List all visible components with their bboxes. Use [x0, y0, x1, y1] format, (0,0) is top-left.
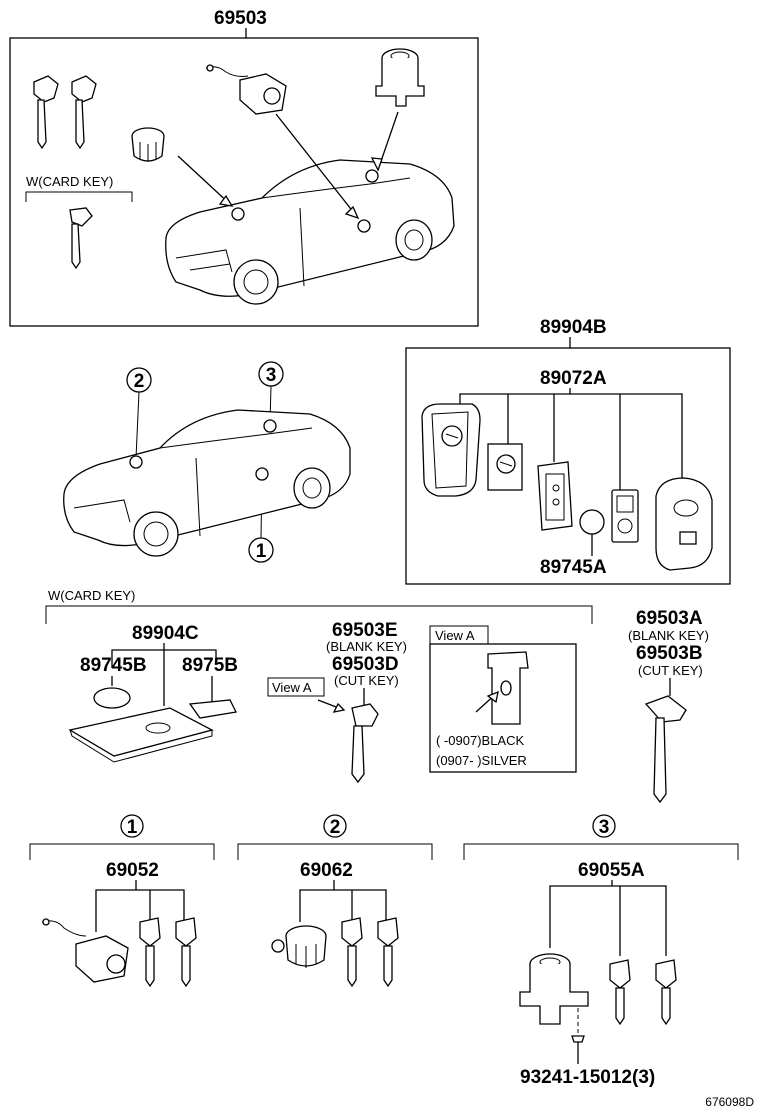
car-illustration-middle — [63, 409, 351, 557]
callout-circle-1: 1 — [248, 537, 274, 563]
label-8975B: 8975B — [182, 655, 238, 676]
fob-case-icon — [421, 403, 481, 497]
fob-board-icon — [487, 443, 523, 491]
label-blank-key-a: (BLANK KEY) — [628, 628, 709, 643]
label-89904B: 89904B — [540, 317, 607, 338]
card-key-body-icon — [68, 707, 214, 763]
label-89904C: 89904C — [132, 623, 199, 644]
car-illustration-top — [165, 159, 455, 305]
svg-text:2: 2 — [134, 371, 145, 392]
view-a-title: View A — [435, 628, 475, 643]
view-a-tag: View A — [272, 680, 312, 695]
label-89745B: 89745B — [80, 655, 147, 676]
smart-key-fob-icon — [655, 477, 713, 571]
label-69503: 69503 — [214, 8, 267, 29]
label-89072A: 89072A — [540, 368, 607, 389]
label-69503D: 69503D — [332, 654, 399, 675]
key-icon — [71, 75, 97, 150]
label-69503B: 69503B — [636, 643, 703, 664]
ignition-cylinder-icon — [375, 48, 425, 107]
set-callout-1: 1 — [120, 814, 144, 838]
key-icon — [33, 75, 59, 150]
label-69503A: 69503A — [636, 608, 703, 629]
svg-text:2: 2 — [330, 817, 341, 838]
label-black-range: ( -0907)BLACK — [436, 733, 524, 748]
label-89745A: 89745A — [540, 557, 607, 578]
label-silver-range: (0907- )SILVER — [436, 753, 527, 768]
set-1-key-icon — [139, 917, 161, 988]
card-key-icon — [69, 207, 93, 270]
label-wcard-mid: W(CARD KEY) — [48, 588, 135, 603]
label-cut-key-b: (CUT KEY) — [638, 663, 703, 678]
mechanical-key-icon — [644, 695, 687, 804]
key-head-detail-icon — [475, 651, 529, 725]
label-69062: 69062 — [300, 860, 353, 881]
catalog-id: 676098D — [705, 1095, 754, 1109]
set-3-key-icon — [609, 959, 631, 1026]
set-callout-2: 2 — [323, 814, 347, 838]
emergency-key-icon — [351, 703, 379, 784]
fob-circuit-icon — [537, 461, 573, 531]
fob-battery-icon — [579, 509, 605, 535]
section-89904B-frame — [405, 347, 731, 585]
callout-circle-2: 2 — [126, 367, 152, 393]
set-2-key-icon — [341, 917, 363, 988]
label-wcard-top: W(CARD KEY) — [26, 174, 113, 189]
label-69055A: 69055A — [578, 860, 645, 881]
set-2-lock-cylinder-icon — [271, 925, 327, 968]
svg-text:1: 1 — [127, 817, 138, 838]
label-69052: 69052 — [106, 860, 159, 881]
set-1-key-icon — [175, 917, 197, 988]
set-2-key-icon — [377, 917, 399, 988]
set-3-key-icon — [655, 959, 677, 1026]
screw-icon — [571, 1035, 585, 1054]
view-a-detail-frame — [429, 643, 577, 773]
svg-text:3: 3 — [266, 365, 277, 386]
card-cover-icon — [188, 699, 237, 719]
lock-cylinder-icon — [131, 127, 165, 162]
door-lock-set-1-cylinder-icon — [41, 918, 129, 983]
door-lock-cylinder-icon — [205, 64, 287, 115]
section-69503-frame — [9, 37, 479, 327]
svg-text:3: 3 — [599, 817, 610, 838]
card-battery-icon — [93, 687, 131, 709]
callout-circle-3: 3 — [258, 361, 284, 387]
label-cut-key-d: (CUT KEY) — [334, 673, 399, 688]
label-93241: 93241-15012(3) — [520, 1067, 655, 1088]
set-callout-3: 3 — [592, 814, 616, 838]
label-69503E: 69503E — [332, 620, 398, 641]
label-blank-key-e: (BLANK KEY) — [326, 639, 407, 654]
fob-frame-icon — [611, 489, 639, 543]
svg-text:1: 1 — [256, 541, 267, 562]
ignition-cylinder-set-3-icon — [519, 953, 589, 1025]
